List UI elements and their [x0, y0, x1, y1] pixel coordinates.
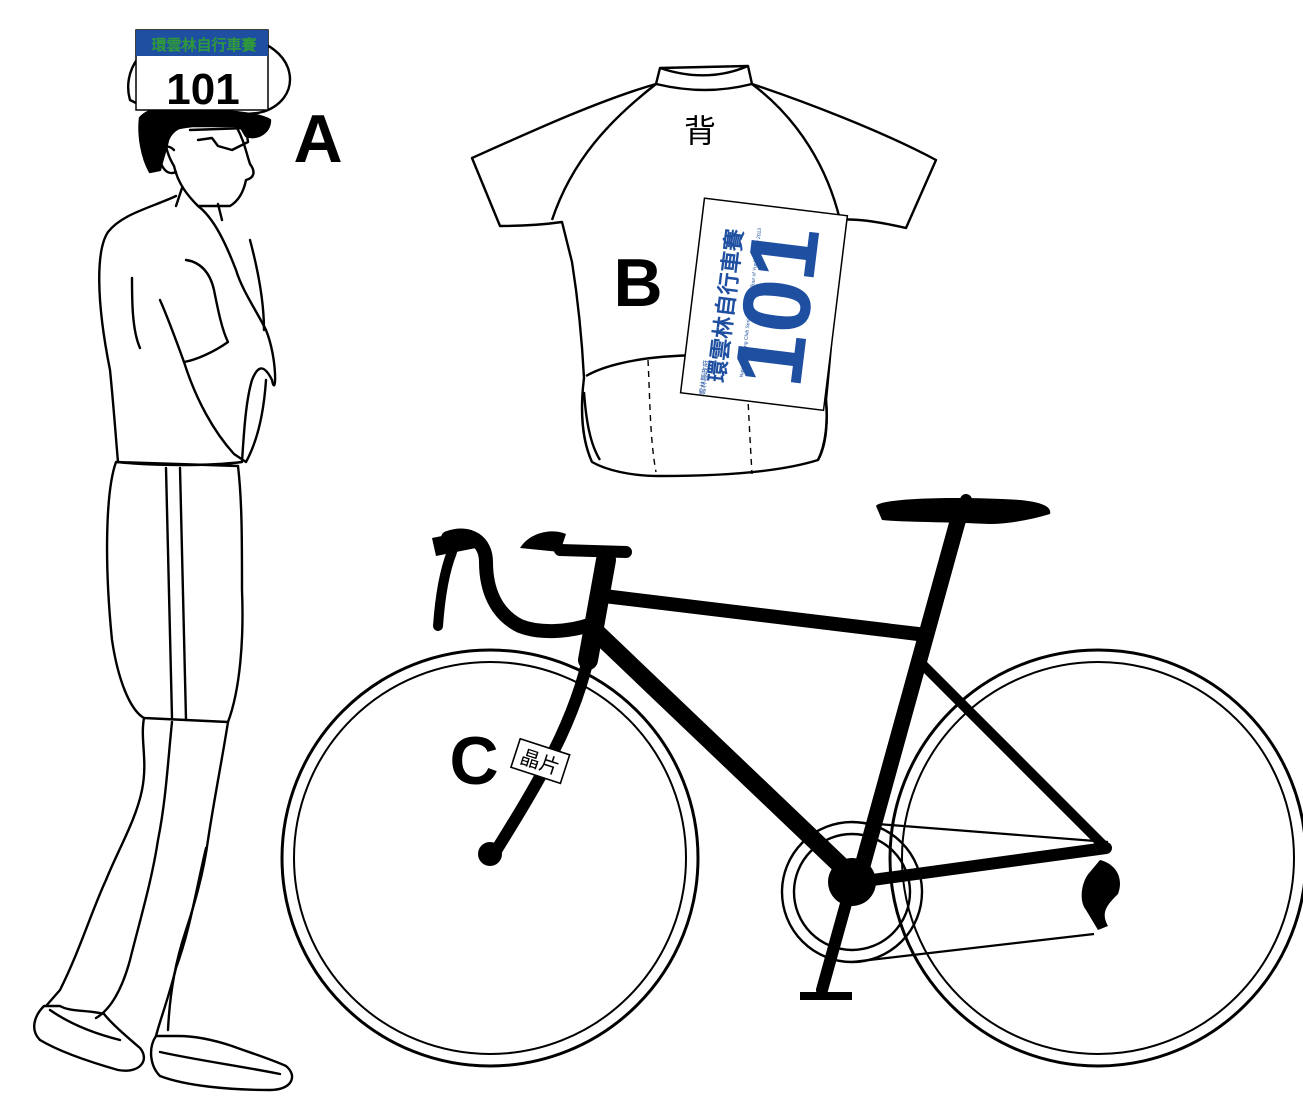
saddle	[876, 498, 1050, 524]
brake-hood	[520, 531, 566, 552]
stem	[560, 550, 626, 552]
front-hub	[478, 842, 502, 866]
shoe-back	[34, 1006, 144, 1071]
cyclist-shorts	[107, 462, 242, 722]
bicycle	[282, 498, 1303, 1066]
seat-stay	[918, 660, 1106, 848]
label-b: B	[613, 245, 662, 321]
cyclist-torso	[99, 196, 275, 465]
frame	[494, 500, 1106, 882]
jersey-bib: 101 環雲林自行車賽 National Cycling Club Series…	[681, 198, 848, 410]
helmet-bib: 環雲林自行車賽 101	[136, 30, 268, 114]
rear-wheel	[890, 650, 1303, 1066]
seat-tube	[858, 520, 958, 882]
helmet-bib-title: 環雲林自行車賽	[151, 36, 257, 54]
label-c: C	[449, 723, 498, 799]
down-tube	[594, 630, 858, 882]
top-tube	[604, 596, 918, 634]
rear-derailleur	[1082, 860, 1120, 930]
cyclist-leg-front	[96, 722, 172, 1018]
label-a: A	[293, 101, 342, 177]
cyclist-figure	[34, 31, 292, 1090]
jersey-back-text: 背	[684, 112, 716, 150]
helmet-bib-number: 101	[166, 65, 239, 114]
